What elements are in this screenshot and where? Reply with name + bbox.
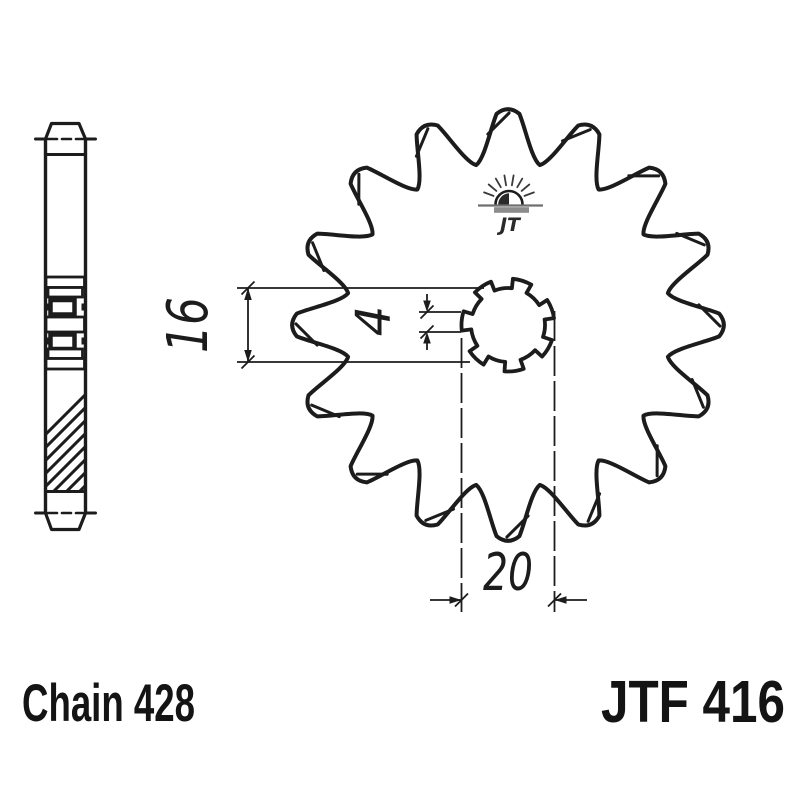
hub-band-2 [46, 286, 84, 299]
sun-shaded-quarter [498, 193, 509, 205]
dim20-slash-left [454, 592, 469, 608]
dimension-4: 4 [346, 294, 461, 350]
hub-band-1 [44, 275, 86, 289]
dim20-arrow-right [449, 596, 462, 604]
hub-edge-tick-3 [44, 337, 49, 345]
labels: Chain 428 JTF 416 [22, 669, 785, 735]
part-number-label: JTF 416 [601, 669, 785, 735]
dimension-annotations: 16 4 20 [156, 280, 587, 612]
dim20-slash-right [547, 592, 562, 608]
hub-slot-upper [48, 297, 77, 317]
jt-logo: JT [478, 174, 543, 236]
hub-band-5 [44, 357, 86, 371]
dim4-slash-top [419, 304, 435, 320]
hub-edge-tick-1 [44, 303, 49, 311]
dim16-value: 16 [156, 297, 221, 353]
dim16-arrow-up [244, 288, 252, 300]
logo-jt-text: JT [496, 214, 522, 236]
dim16-slash-top [240, 280, 256, 296]
dim4-arrow-up [423, 332, 431, 344]
dim4-arrow-down [423, 300, 431, 312]
side-view-cross-section [34, 121, 97, 532]
dim16-arrow-down [244, 350, 252, 362]
chain-size-label: Chain 428 [22, 674, 195, 733]
side-top-tooth [43, 121, 88, 141]
dim4-value: 4 [346, 306, 402, 337]
dim20-value: 20 [483, 543, 533, 603]
front-view-sprocket: JT [290, 107, 726, 543]
side-bottom-tooth [43, 511, 88, 532]
hub-slot-lower [48, 332, 77, 352]
dim16-slash-bottom [240, 354, 256, 370]
hub-band-4 [46, 347, 84, 360]
sun-semicircle-icon [494, 189, 524, 206]
splined-bore [459, 276, 556, 374]
hub-edge-tick-4 [81, 337, 86, 345]
hub-band-3 [44, 315, 86, 334]
horizon-bar [494, 207, 529, 213]
hub-edge-tick-2 [81, 303, 86, 311]
dimension-16: 16 [156, 280, 484, 370]
dim20-arrow-left [554, 596, 567, 604]
sun-rays-icon [483, 174, 535, 197]
tooth-chamfer-marks [294, 111, 722, 539]
dim4-slash-bottom [419, 324, 435, 340]
dimension-20: 20 [430, 311, 587, 612]
